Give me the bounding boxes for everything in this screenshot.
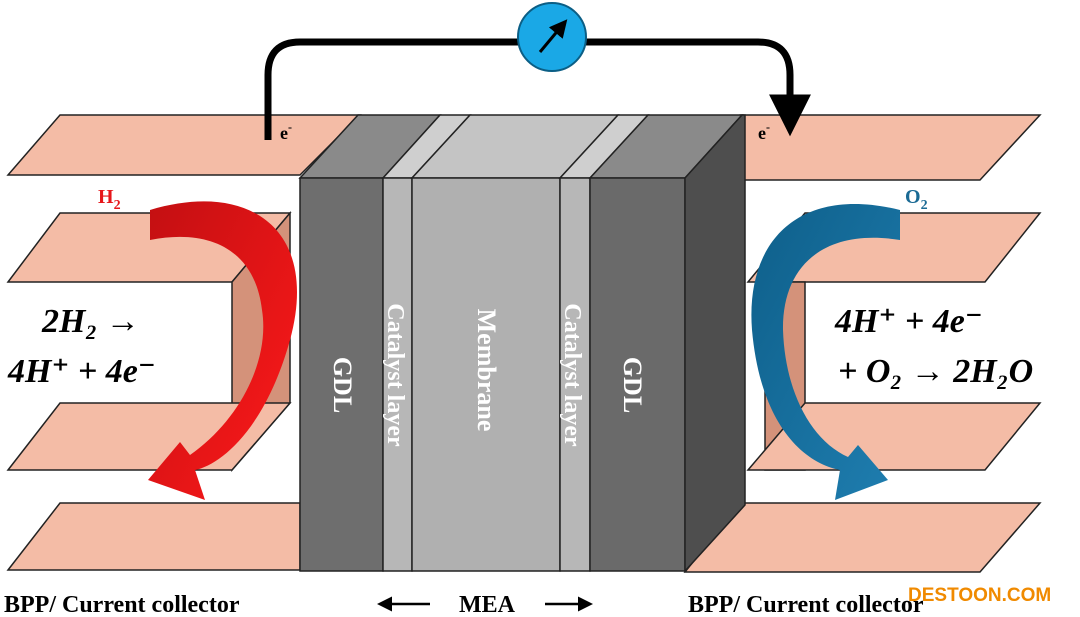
cathode-eq-line2: + O₂ → 2H₂O [838,353,1033,390]
gdl-right-body [589,177,686,572]
membrane-label: Membrane [472,309,501,432]
gdl-left-body [299,177,384,572]
catalyst-right-body [559,177,591,572]
o2-label: O2 [905,186,928,213]
h2-flow-arrow [148,201,298,501]
electron-labels: e- e- [280,120,770,143]
catalyst-right-label: Catalyst layer [559,303,585,447]
gdl-right-label: GDL [618,357,647,413]
bottom-labels: BPP/ Current collector MEA BPP/ Current … [4,592,924,617]
equations: 2H₂ → 4H⁺ + 4e⁻ 4H⁺ + 4e⁻ + O₂ → 2H₂O [7,303,1033,390]
watermark: DESTOON.COM [908,585,1051,606]
anode-eq-line1: 2H₂ → [41,303,140,340]
external-circuit [264,2,811,140]
h2-arrow-body [148,201,298,501]
electron-left-label: e- [280,120,292,143]
bpp-left-label: BPP/ Current collector [4,592,240,617]
electron-right-label: e- [758,120,770,143]
gdl-left-label: GDL [328,357,357,413]
layer-labels: GDL Catalyst layer Membrane Catalyst lay… [328,303,647,447]
gdl-right-side [684,114,746,573]
catalyst-left-body [382,177,413,572]
membrane-body [411,177,561,572]
mea-label: MEA [459,592,516,617]
cathode-eq-line1: 4H⁺ + 4e⁻ [834,303,983,340]
anode-eq-line2: 4H⁺ + 4e⁻ [7,353,156,390]
ammeter-needle [538,19,568,53]
catalyst-left-label: Catalyst layer [382,303,408,447]
left-top-plate [6,114,362,176]
mea-stack [298,114,746,573]
o2-arrow-body [751,203,900,500]
o2-flow-arrow [751,203,900,500]
h2-label: H2 [98,186,121,213]
left-bottom-plate [6,502,301,571]
bpp-right-label: BPP/ Current collector [688,592,924,617]
